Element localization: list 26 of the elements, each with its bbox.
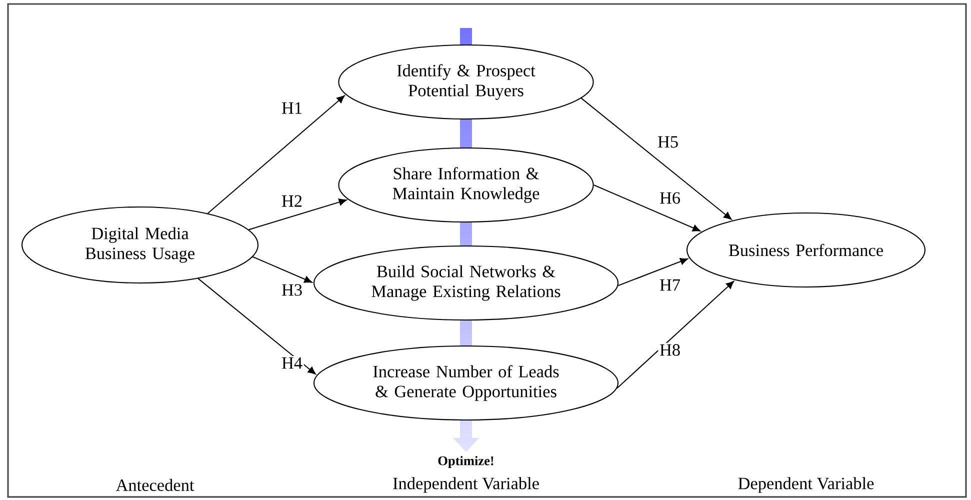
column-heading: Independent Variable [393,477,539,493]
edge-label: H4 [280,356,304,370]
arrow [580,98,732,220]
edge-label: H5 [656,134,680,150]
oval-node: Build Social Networks & Manage Existing Relations [313,245,619,320]
oval-node: Digital Media Business Usage [21,206,259,284]
oval-node: Identify & Prospect Potential Buyers [338,44,594,120]
arrow [618,258,688,286]
edge-label: H2 [280,194,304,208]
arrow-caption: Optimize! [438,456,494,468]
oval-node: Business Performance [686,212,926,288]
edge-label: H1 [280,100,304,116]
edge-label: H8 [658,342,682,358]
edge-label: H7 [658,278,682,292]
edge-label: H3 [280,282,304,298]
arrow [248,198,347,230]
edge-label: H6 [658,190,682,206]
arrow [594,184,701,232]
column-heading: Antecedent [116,478,194,492]
column-heading: Dependent Variable [738,477,874,493]
arrow [252,256,312,283]
oval-node: Share Information & Maintain Knowledge [338,147,594,222]
arrow [616,280,734,389]
arrow [207,95,345,214]
arrow [198,278,316,374]
oval-node: Increase Number of Leads & Generate Opportunities [313,345,619,420]
